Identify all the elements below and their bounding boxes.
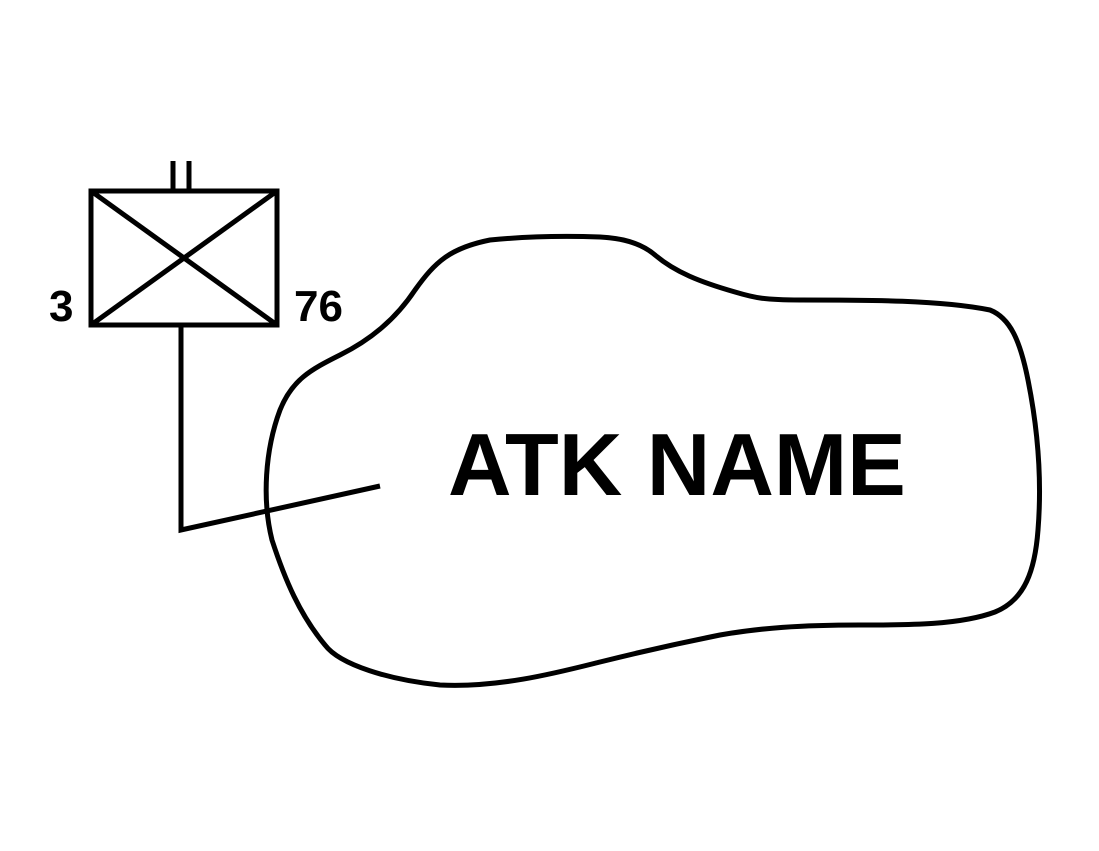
unit-left-label: 3 xyxy=(49,282,73,331)
infantry-cross-2 xyxy=(89,188,279,328)
unit-symbol xyxy=(88,161,381,534)
attack-area-boundary xyxy=(263,233,1043,688)
unit-frame xyxy=(88,188,280,328)
unit-right-label: 76 xyxy=(294,282,343,331)
attack-area-name: ATK NAME xyxy=(448,415,906,514)
leader-line xyxy=(178,325,381,534)
